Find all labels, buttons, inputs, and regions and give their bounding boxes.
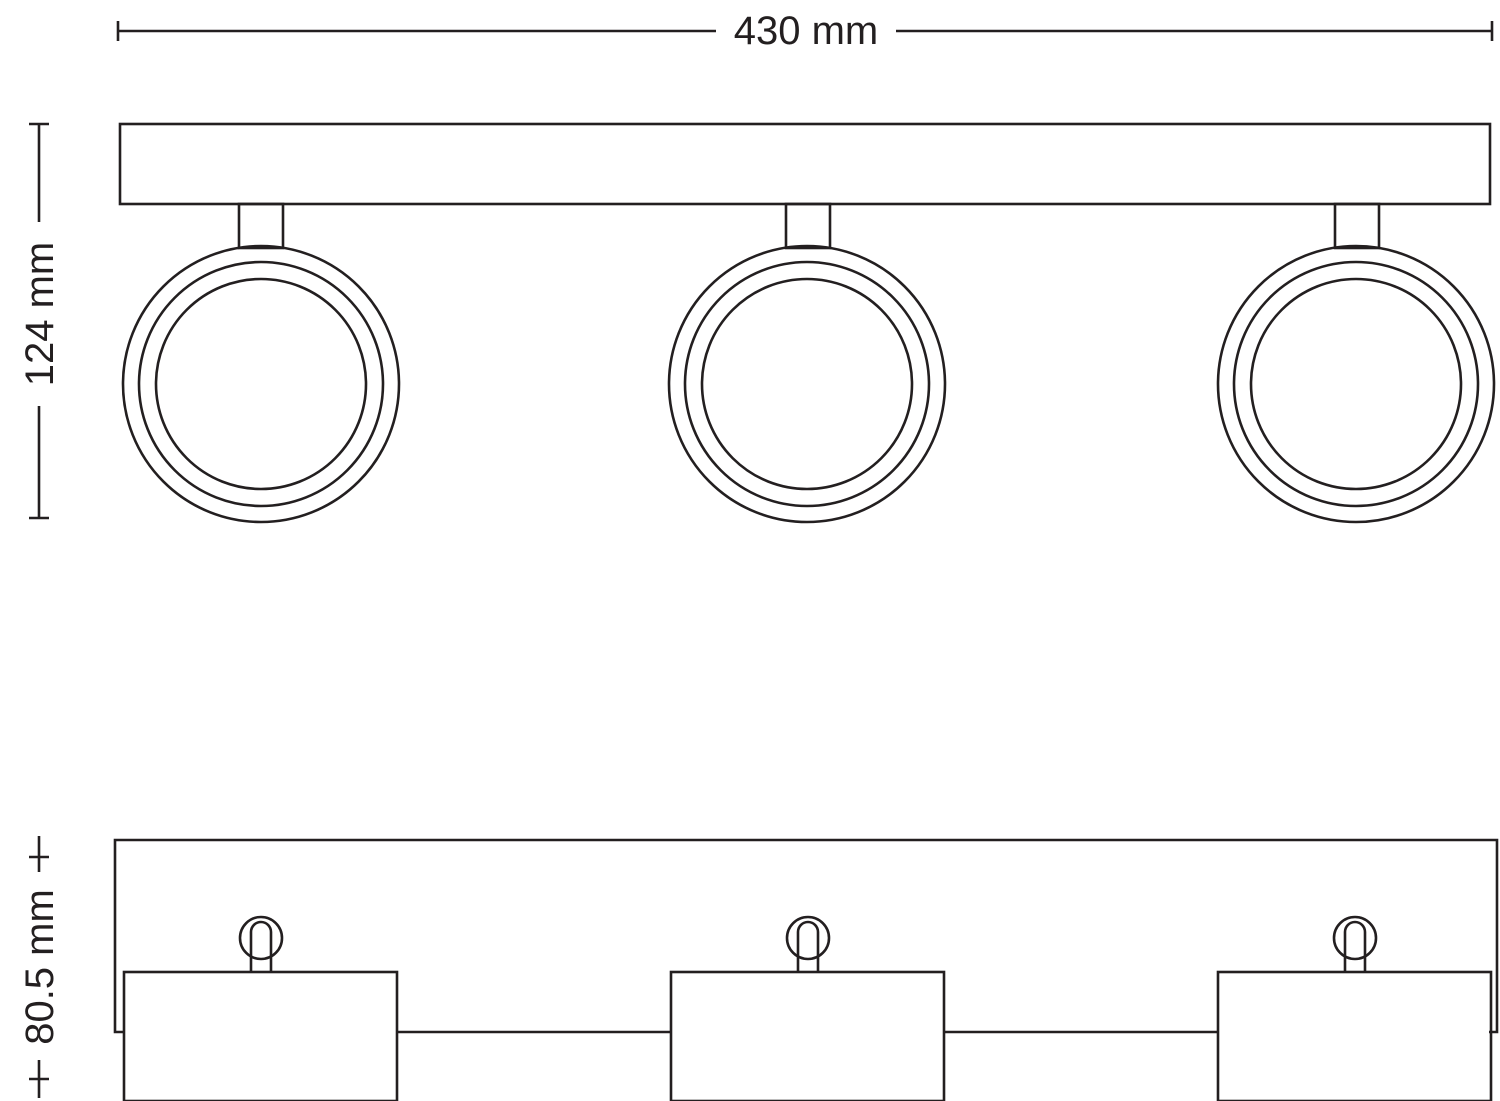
height-dimension-label: 124 mm (18, 242, 62, 387)
pivot-joint (1332, 915, 1378, 961)
side-mounting-plate (113, 838, 1499, 1034)
pivot-arm (1343, 920, 1367, 972)
width-dimension: 430 mm (116, 9, 1494, 53)
pivot-arm (796, 920, 820, 972)
front-spotlight-left (121, 202, 401, 524)
spotlight-lens (1249, 277, 1463, 491)
spotlight-outer-ring (1216, 244, 1496, 524)
spotlight-middle-ring (683, 260, 931, 508)
spotlight-middle-ring (137, 260, 385, 508)
spotlight-body (669, 970, 946, 1101)
depth-dimension: 80.5 mm (18, 836, 62, 1098)
side-spotlight-left (122, 915, 399, 1101)
spotlight-outer-ring (667, 244, 947, 524)
pivot-joint (238, 915, 284, 961)
spotlight-stem (784, 202, 832, 250)
spotlight-outer-ring (121, 244, 401, 524)
depth-dimension-label: 80.5 mm (18, 889, 62, 1045)
pivot-arm (249, 920, 273, 972)
spotlight-lens (154, 277, 368, 491)
spotlight-stem (1333, 202, 1381, 250)
front-spotlight-right (1216, 202, 1496, 524)
side-spotlight-center (669, 915, 946, 1101)
spotlight-body (1216, 970, 1493, 1101)
spotlight-middle-ring (1232, 260, 1480, 508)
front-spotlight-center (667, 202, 947, 524)
side-spotlight-right (1216, 915, 1493, 1101)
spotlight-stem (237, 202, 285, 250)
spotlight-body (122, 970, 399, 1101)
width-dimension-label: 430 mm (734, 9, 879, 53)
pivot-joint (785, 915, 831, 961)
side-view (113, 838, 1499, 1101)
height-dimension: 124 mm (18, 122, 62, 520)
spotlight-lens (700, 277, 914, 491)
front-mounting-bar (118, 122, 1492, 206)
front-view (118, 122, 1496, 524)
